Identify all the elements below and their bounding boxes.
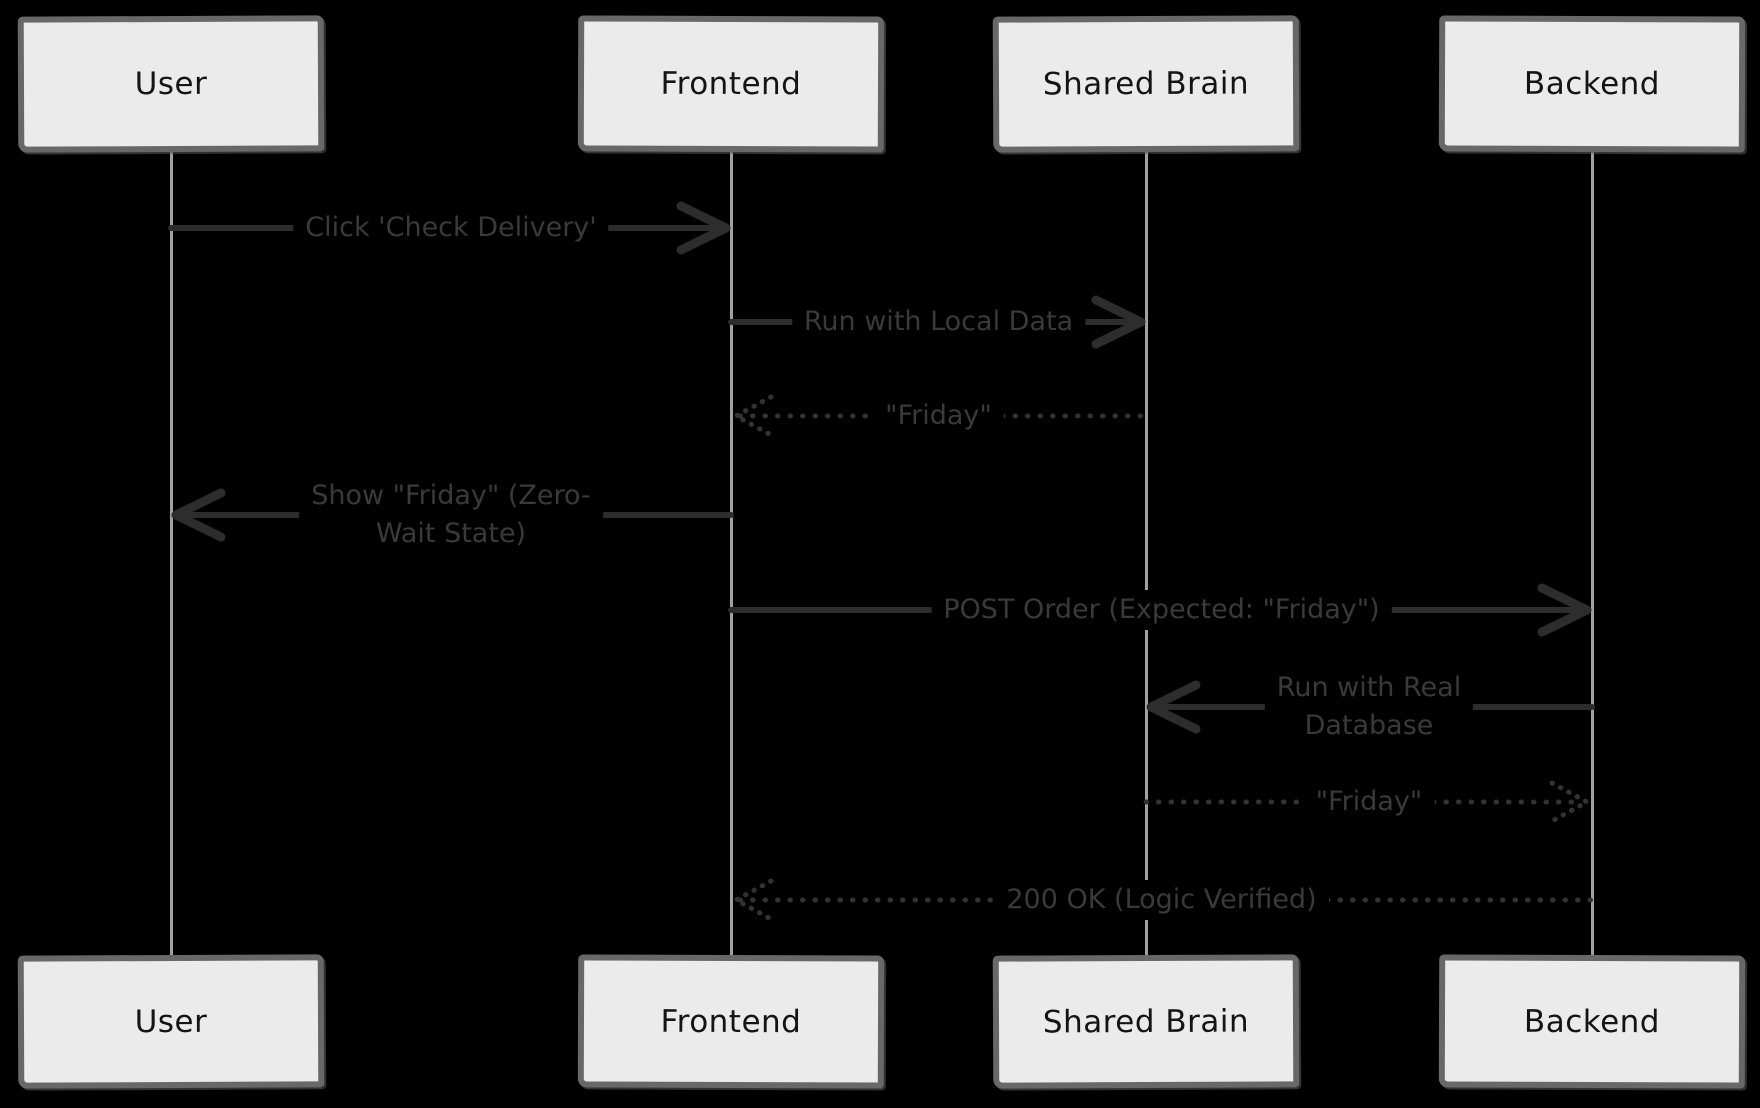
actor-label: Backend [1523, 65, 1661, 103]
actor-label: Backend [1523, 1003, 1661, 1040]
message: Show "Friday" (Zero- Wait State) [171, 461, 734, 569]
message: POST Order (Expected: "Friday") [728, 556, 1592, 664]
message-text: "Friday" [885, 400, 992, 431]
message: "Friday" [731, 362, 1149, 470]
arrowhead-right-icon [676, 201, 731, 255]
message-label: "Friday" [873, 396, 1004, 436]
message-label: "Friday" [1303, 782, 1435, 822]
message-label: Click 'Check Delivery' [293, 208, 609, 248]
message-text: Run with Local Data [803, 306, 1074, 337]
arrowhead-right-icon [1091, 295, 1146, 349]
actor-label: User [134, 65, 208, 103]
message-label: Show "Friday" (Zero- Wait State) [299, 476, 603, 554]
lifeline [1145, 152, 1148, 955]
message-text: Database [1304, 710, 1434, 741]
actor-label: Frontend [660, 1003, 802, 1040]
message: Run with Local Data [728, 268, 1146, 376]
actor-label: Shared Brain [1042, 65, 1250, 103]
message-text: "Friday" [1315, 786, 1423, 817]
message-text: Click 'Check Delivery' [305, 212, 597, 243]
actor-top-box: Shared Brain [992, 15, 1300, 153]
message: 200 OK (Logic Verified) [731, 846, 1595, 954]
actor-label: User [134, 1003, 208, 1040]
lifeline [170, 152, 173, 955]
actor-top-box: Frontend [577, 15, 885, 153]
lifeline [1591, 152, 1594, 955]
lifeline [730, 152, 733, 955]
message-text: 200 OK (Logic Verified) [1006, 884, 1317, 915]
message-text: Show "Friday" (Zero- [311, 480, 591, 511]
actor-bottom-box: Frontend [577, 954, 885, 1089]
message: Click 'Check Delivery' [168, 174, 731, 282]
actor-bottom-box: User [17, 954, 325, 1089]
actor-top-box: User [17, 15, 325, 153]
arrowhead-right-icon [1537, 583, 1592, 637]
message: "Friday" [1143, 748, 1592, 856]
arrowhead-left-icon [171, 488, 226, 542]
message-text: Wait State) [375, 518, 527, 549]
message-text: POST Order (Expected: "Friday") [943, 594, 1380, 625]
message-label: 200 OK (Logic Verified) [994, 880, 1329, 920]
message-arrow [1143, 780, 1590, 824]
actor-label: Frontend [660, 65, 802, 103]
message-label: POST Order (Expected: "Friday") [931, 590, 1392, 630]
actor-bottom-box: Shared Brain [992, 954, 1300, 1089]
arrowhead-left-icon [1146, 680, 1201, 734]
actor-top-box: Backend [1438, 15, 1746, 153]
actor-bottom-box: Backend [1438, 954, 1746, 1089]
actor-label: Shared Brain [1042, 1003, 1250, 1040]
arrowhead-left-icon [733, 878, 774, 922]
message-label: Run with Local Data [791, 302, 1086, 342]
arrowhead-right-icon [1549, 780, 1590, 824]
arrowhead-left-icon [733, 394, 774, 438]
message-text: Run with Real [1276, 672, 1462, 703]
